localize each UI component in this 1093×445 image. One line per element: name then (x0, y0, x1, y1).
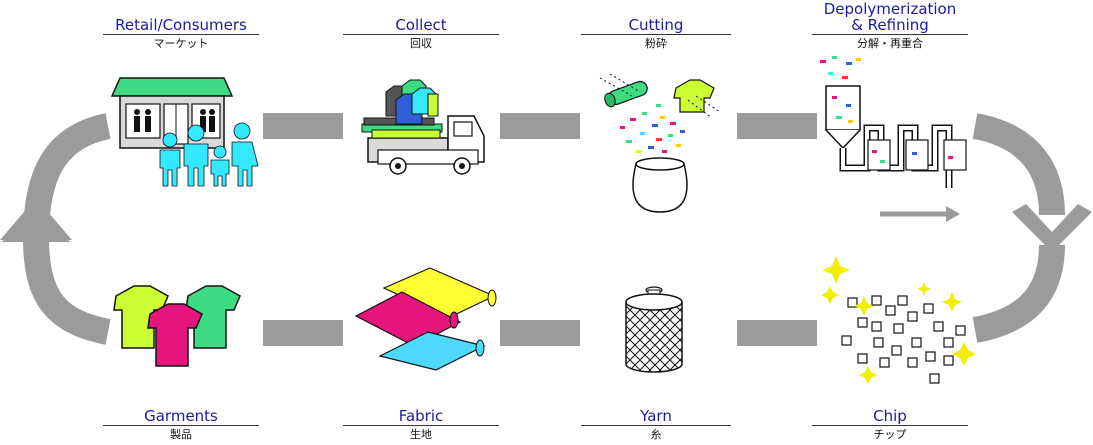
connector-bottom-2 (500, 320, 580, 346)
connector-top-2 (500, 113, 580, 139)
stage-label-chip: Chip チップ (812, 408, 968, 441)
stage-title-cutting: Cutting (581, 17, 731, 35)
fabric-rolls-icon (354, 267, 497, 371)
stage-label-fabric: Fabric 生地 (343, 408, 499, 441)
truck-with-clothes-icon (361, 79, 485, 175)
stage-label-retail: Retail/Consumers マーケット (103, 17, 259, 50)
yarn-spool-icon (625, 286, 683, 373)
stage-subtitle-retail: マーケット (153, 37, 209, 50)
stage-title-fabric: Fabric (343, 408, 499, 426)
connector-top-3 (737, 113, 817, 139)
stage-title-yarn: Yarn (581, 408, 731, 426)
connector-bottom-1 (263, 320, 343, 346)
store-with-family-icon (110, 77, 259, 187)
chips-with-sparkles-icon (821, 256, 976, 384)
stage-label-yarn: Yarn 糸 (581, 408, 731, 441)
stage-title-depoly: Depolymerization & Refining (812, 1, 968, 35)
stage-title-retail: Retail/Consumers (103, 17, 259, 35)
stage-subtitle-chip: チップ (873, 428, 907, 441)
stage-title-garments: Garments (103, 408, 259, 426)
stage-subtitle-depoly: 分解・再重合 (857, 37, 923, 50)
stage-title-chip: Chip (812, 408, 968, 426)
stage-subtitle-garments: 製品 (170, 428, 192, 441)
stage-subtitle-yarn: 糸 (650, 428, 662, 441)
right-cycle-arrow (972, 113, 1092, 343)
stage-subtitle-fabric: 生地 (410, 428, 432, 441)
stage-title-collect: Collect (343, 17, 499, 35)
stage-label-cutting: Cutting 粉砕 (581, 17, 731, 50)
stage-subtitle-cutting: 粉砕 (645, 37, 667, 50)
shredding-confetti-icon (599, 73, 721, 213)
refining-pipes-icon (820, 56, 967, 222)
t-shirts-icon (113, 285, 241, 367)
stage-subtitle-collect: 回収 (410, 37, 432, 50)
stage-label-depoly: Depolymerization & Refining 分解・再重合 (812, 1, 968, 50)
left-cycle-arrow (0, 113, 111, 345)
connector-bottom-3 (737, 320, 817, 346)
stage-label-collect: Collect 回収 (343, 17, 499, 50)
stage-label-garments: Garments 製品 (103, 408, 259, 441)
connector-top-1 (263, 113, 343, 139)
